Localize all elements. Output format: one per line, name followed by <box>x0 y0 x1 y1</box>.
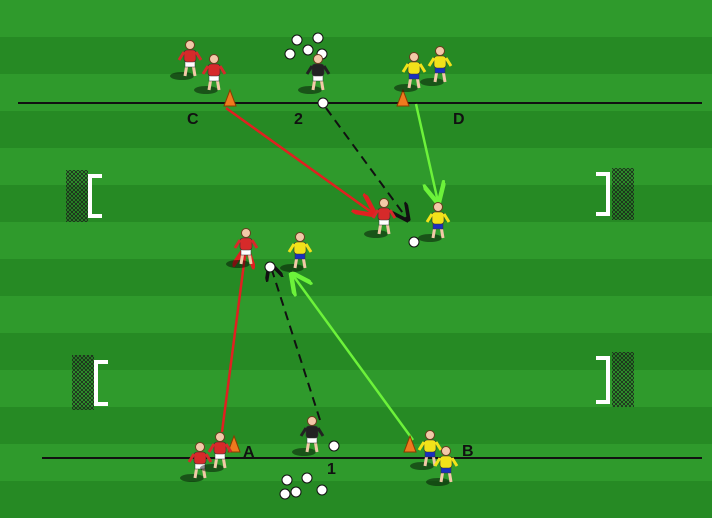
run-arrow-green-bottom <box>292 274 415 441</box>
cone-a <box>227 434 241 453</box>
player-red-center <box>226 228 259 268</box>
goal-upper-right <box>596 168 634 220</box>
ball-center <box>264 261 276 273</box>
run-arrow-green-top <box>414 103 438 202</box>
player-yellow-b-2 <box>426 446 459 486</box>
player-yellow-d-1 <box>394 52 427 92</box>
cone-b <box>403 434 417 453</box>
cone-c <box>223 88 237 107</box>
player-red-c-1 <box>170 40 203 80</box>
player-red-c-2 <box>194 54 227 94</box>
player-red-upper-attacker <box>364 198 397 238</box>
pass-arrow-black-bottom <box>270 264 321 421</box>
ball-top-server <box>317 97 329 109</box>
label-d: D <box>453 111 465 128</box>
label-c: C <box>187 111 199 128</box>
label-a: A <box>243 444 255 461</box>
player-yellow-center <box>280 232 313 272</box>
player-yellow-d-2 <box>420 46 453 86</box>
pass-arrow-black-top <box>325 107 408 220</box>
run-arrow-red-bottom <box>220 248 246 433</box>
server-2 <box>298 54 331 94</box>
player-yellow-upper-attacker <box>418 202 451 242</box>
cone-d <box>396 88 410 107</box>
ball-pile-bottom <box>279 472 328 500</box>
label-1: 1 <box>327 461 336 478</box>
goal-lower-right <box>596 352 634 407</box>
goal-upper-left <box>66 170 102 222</box>
goal-lower-left <box>72 355 108 410</box>
player-red-a-2 <box>200 432 233 472</box>
ball-upper-play <box>408 236 420 248</box>
run-arrow-red-top <box>225 106 374 214</box>
server-1 <box>292 416 325 456</box>
ball-bottom-server <box>328 440 340 452</box>
players <box>170 40 459 486</box>
player-red-a-1 <box>180 442 213 482</box>
label-b: B <box>462 443 474 460</box>
player-yellow-b-1 <box>410 430 443 470</box>
label-2: 2 <box>294 111 303 128</box>
